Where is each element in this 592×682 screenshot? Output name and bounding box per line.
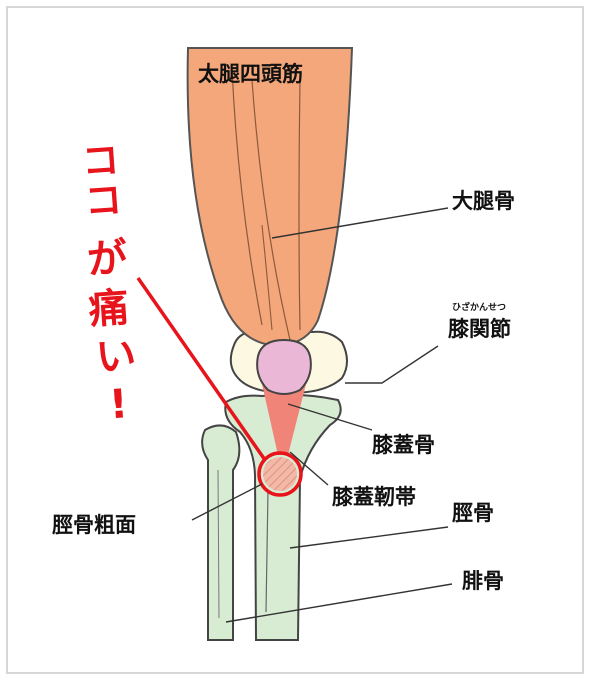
patella-bone <box>257 340 311 394</box>
fibula-bone <box>202 425 239 640</box>
callout-koko: ココ <box>74 139 123 222</box>
tibial-tuberosity-hatched-area <box>263 457 297 491</box>
callout-ita: 痛 <box>87 285 130 334</box>
label-patella: 膝蓋骨 <box>372 433 435 457</box>
label-tibial-tuberosity: 脛骨粗面 <box>52 513 136 537</box>
label-tibia: 脛骨 <box>452 501 494 525</box>
label-quadriceps: 太腿四頭筋 <box>198 62 303 86</box>
callout-exclamation: ! <box>108 381 129 428</box>
leader-knee-joint <box>345 346 438 383</box>
pain-callout: ココ が 痛 い ! <box>74 139 141 430</box>
label-knee-joint: 膝関節 <box>448 317 511 341</box>
label-patellar-ligament: 膝蓋靭帯 <box>332 485 416 509</box>
callout-ga: が <box>86 235 129 284</box>
leader-tibia <box>290 527 448 548</box>
label-knee-joint-ruby: ひざかんせつ <box>452 301 506 313</box>
label-fibula: 腓骨 <box>462 569 504 593</box>
label-femur: 大腿骨 <box>452 189 515 213</box>
callout-i: い <box>95 332 138 381</box>
